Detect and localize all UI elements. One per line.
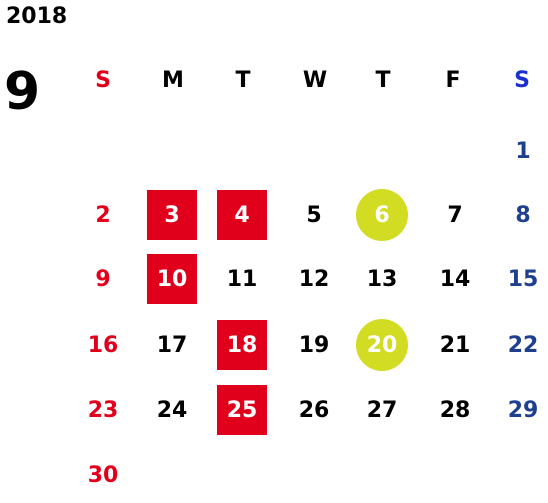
day-24[interactable]: 24 [156,397,188,423]
day-15[interactable]: 15 [507,266,539,292]
day-3[interactable]: 3 [147,190,197,240]
day-18[interactable]: 18 [217,320,267,370]
day-1[interactable]: 1 [515,138,531,164]
day-12[interactable]: 12 [298,266,330,292]
day-6[interactable]: 6 [356,189,408,241]
day-29[interactable]: 29 [507,397,539,423]
day-23[interactable]: 23 [87,397,119,423]
day-20[interactable]: 20 [356,319,408,371]
day-21[interactable]: 21 [439,332,471,358]
weekday-thursday: T [375,68,391,93]
weekday-friday: F [445,68,461,93]
day-2[interactable]: 2 [95,202,111,228]
day-28[interactable]: 28 [439,397,471,423]
calendar-year: 2018 [6,4,68,29]
calendar-month: 9 [4,62,41,122]
day-19[interactable]: 19 [298,332,330,358]
day-26[interactable]: 26 [298,397,330,423]
weekday-tuesday: T [235,68,251,93]
weekday-wednesday: W [302,68,328,93]
day-7[interactable]: 7 [447,202,463,228]
day-17[interactable]: 17 [156,332,188,358]
day-30[interactable]: 30 [87,462,119,488]
day-13[interactable]: 13 [366,266,398,292]
weekday-header: S M T W T F S [0,64,548,98]
day-5[interactable]: 5 [306,202,322,228]
weekday-sunday: S [95,68,111,93]
day-11[interactable]: 11 [226,266,258,292]
day-25[interactable]: 25 [217,385,267,435]
day-27[interactable]: 27 [366,397,398,423]
weekday-monday: M [162,68,184,93]
day-16[interactable]: 16 [87,332,119,358]
day-9[interactable]: 9 [95,266,111,292]
day-8[interactable]: 8 [515,202,531,228]
day-22[interactable]: 22 [507,332,539,358]
day-10[interactable]: 10 [147,254,197,304]
day-4[interactable]: 4 [217,190,267,240]
day-14[interactable]: 14 [439,266,471,292]
weekday-saturday: S [514,68,530,93]
